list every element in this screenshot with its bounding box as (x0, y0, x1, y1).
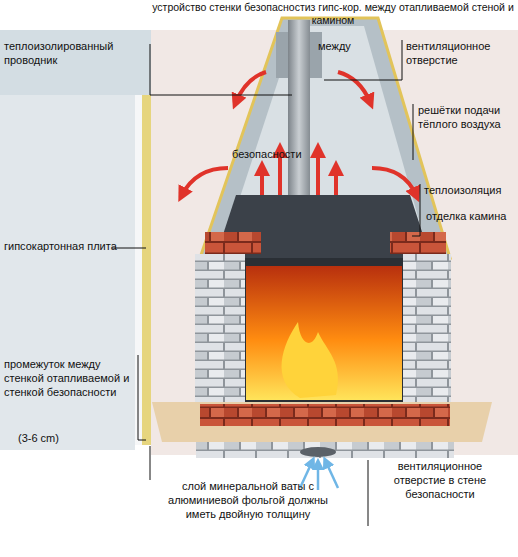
brick-column (403, 254, 451, 410)
callout-label: вентиляционное отверстие (406, 40, 516, 68)
flue-pipe (288, 20, 310, 210)
flame (282, 322, 338, 398)
base-bricks (196, 442, 454, 458)
callout-label: (3-6 cm) (18, 432, 88, 446)
firebox-glass (246, 266, 402, 400)
hearth-bricks (200, 404, 450, 426)
callout-label: между (318, 40, 378, 54)
callout-label: теплоизолированный проводник (4, 40, 154, 68)
callout-label: безопасности (232, 148, 322, 162)
callout-label: слой минеральной ваты с алюминиевой фоль… (158, 480, 338, 521)
gypsum-board-edge (142, 95, 151, 445)
callout-label: теплоизоляция (424, 184, 518, 198)
red-brick (205, 232, 261, 254)
red-brick (390, 232, 446, 254)
hearth (152, 402, 492, 442)
callout-label: решётки подачи тёплого воздуха (418, 104, 516, 132)
leader-lines (112, 40, 420, 526)
firebox (214, 258, 432, 410)
callout-label: отделка камина (426, 210, 518, 224)
callout-label: гипсокартонная плита (4, 240, 144, 254)
callout-label: вентиляционное отверстие в стене безопас… (372, 460, 508, 501)
bottom-vent (300, 447, 336, 457)
callout-label: промежуток между стенкой отапливаемой и … (4, 358, 136, 399)
brick-column (195, 254, 245, 410)
diagram-title: устройство стенки безопасностиз гипс-кор… (148, 1, 518, 27)
